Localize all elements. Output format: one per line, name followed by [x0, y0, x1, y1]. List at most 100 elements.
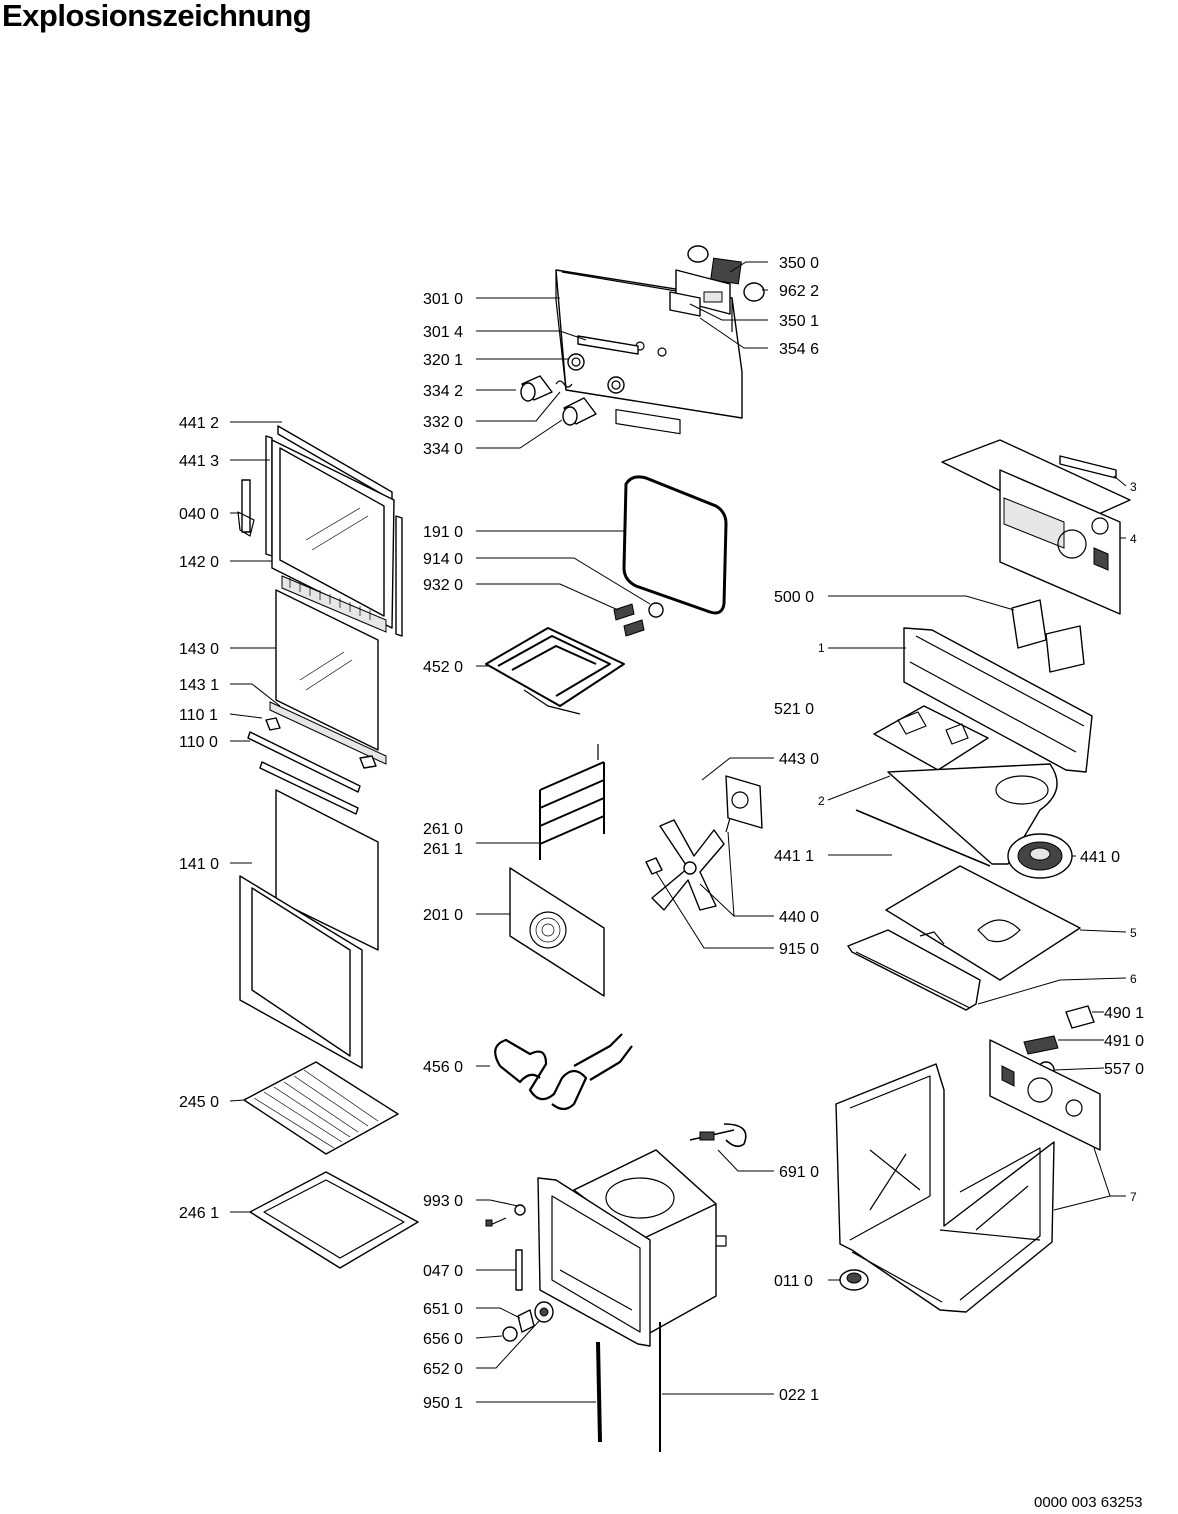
panel-strip-part	[577, 335, 639, 355]
screw-part	[485, 1204, 526, 1227]
part-label: 452 0	[423, 659, 463, 676]
part-label: 191 0	[423, 524, 463, 541]
part-label: 652 0	[423, 1361, 463, 1378]
upper-cover-plate-part	[885, 865, 1081, 981]
oven-lamp-part	[502, 1301, 554, 1342]
side-panel-part	[989, 1039, 1101, 1151]
part-label: 350 0	[779, 255, 819, 272]
part-label: 915 0	[779, 941, 819, 958]
part-label: 301 4	[423, 324, 463, 341]
part-label: 354 6	[779, 341, 819, 358]
part-label: 521 0	[774, 701, 814, 718]
oven-cavity-part	[537, 1149, 727, 1347]
part-label: 1	[818, 641, 825, 655]
knob-bezel-part	[567, 353, 625, 394]
part-label: 500 0	[774, 589, 814, 606]
part-label: 950 1	[423, 1395, 463, 1412]
glass-clip-part-3	[259, 761, 359, 815]
part-label: 656 0	[423, 1331, 463, 1348]
relay-module-part	[1011, 599, 1085, 673]
part-label: 491 0	[1104, 1033, 1144, 1050]
part-label: 301 0	[423, 291, 463, 308]
part-label: 141 0	[179, 856, 219, 873]
part-label: 022 1	[779, 1387, 819, 1404]
rear-panel-part	[509, 867, 605, 997]
retaining-clip-part	[515, 1249, 523, 1291]
lower-cover-plate-part	[847, 929, 981, 1011]
temperature-sensor-part	[689, 1123, 747, 1148]
part-label: 3	[1130, 480, 1137, 494]
oven-housing-part	[835, 1063, 1055, 1313]
part-label: 993 0	[423, 1193, 463, 1210]
part-label: 201 0	[423, 907, 463, 924]
glass-rail-part	[247, 731, 361, 793]
baking-tray-part	[249, 1171, 419, 1269]
document-number: 0000 003 63253	[1034, 1494, 1143, 1511]
cooling-duct-assembly-part	[941, 439, 1131, 615]
oven-rack-part	[243, 1061, 399, 1155]
bottom-heating-element-part	[494, 1033, 633, 1111]
leader-lines	[229, 261, 1127, 1403]
part-label: 443 0	[779, 751, 819, 768]
glass-clip-part	[265, 717, 281, 731]
inner-glass-part	[275, 589, 379, 751]
control-knob-part	[520, 375, 597, 426]
fan-motor-part	[725, 775, 763, 833]
door-seal-part	[622, 475, 728, 615]
part-label: 261 1	[423, 841, 463, 858]
cooling-fan-part	[1007, 833, 1073, 879]
part-label: 334 2	[423, 383, 463, 400]
part-label: 651 0	[423, 1301, 463, 1318]
part-label: 246 1	[179, 1205, 219, 1222]
part-label: 440 0	[779, 909, 819, 926]
middle-glass-part	[275, 789, 379, 951]
control-board-part	[873, 705, 989, 771]
part-label: 5	[1130, 926, 1137, 940]
grill-element-part	[485, 627, 625, 715]
front-seal-part	[596, 1341, 602, 1443]
part-label: 143 0	[179, 641, 219, 658]
part-label: 441 1	[774, 848, 814, 865]
control-housing-part	[903, 627, 1093, 773]
part-label: 142 0	[179, 554, 219, 571]
part-label: 962 2	[779, 283, 819, 300]
terminal-block-part	[1023, 1035, 1059, 1055]
lamp-part	[648, 602, 664, 618]
part-label: 332 0	[423, 414, 463, 431]
part-label: 932 0	[423, 577, 463, 594]
part-label: 2	[818, 794, 825, 808]
part-label: 456 0	[423, 1059, 463, 1076]
part-label: 4	[1130, 532, 1137, 546]
part-label: 6	[1130, 972, 1137, 986]
part-label: 441 3	[179, 453, 219, 470]
part-label: 261 0	[423, 821, 463, 838]
shelf-support-part	[539, 744, 605, 860]
part-label: 441 0	[1080, 849, 1120, 866]
part-label: 350 1	[779, 313, 819, 330]
part-label: 047 0	[423, 1263, 463, 1280]
duct-seal-part	[855, 809, 991, 867]
part-label: 441 2	[179, 415, 219, 432]
switch-assembly-part	[669, 245, 765, 317]
part-label: 110 1	[179, 707, 218, 724]
door-frame-part	[265, 425, 403, 637]
door-switch-part	[1065, 1005, 1095, 1029]
door-hinge-part	[237, 479, 255, 537]
part-number-labels: 350 0 962 2 301 0 350 1 301 4 354 6 320 …	[179, 255, 1144, 1412]
knob-spring-part	[555, 380, 573, 388]
part-label: 914 0	[423, 551, 463, 568]
part-label: 320 1	[423, 352, 463, 369]
lamp-holder-part	[613, 603, 645, 637]
part-label: 7	[1130, 1190, 1137, 1204]
part-label: 691 0	[779, 1164, 819, 1181]
glass-clip-part-2	[359, 755, 377, 769]
part-label: 143 1	[179, 677, 219, 694]
page-title: Explosionszeichnung	[2, 0, 312, 33]
fan-wheel-part	[651, 819, 725, 911]
part-label: 557 0	[1104, 1061, 1144, 1078]
part-label: 490 1	[1104, 1005, 1144, 1022]
glass-strip-part	[269, 701, 387, 765]
part-label: 334 0	[423, 441, 463, 458]
part-label: 245 0	[179, 1094, 219, 1111]
